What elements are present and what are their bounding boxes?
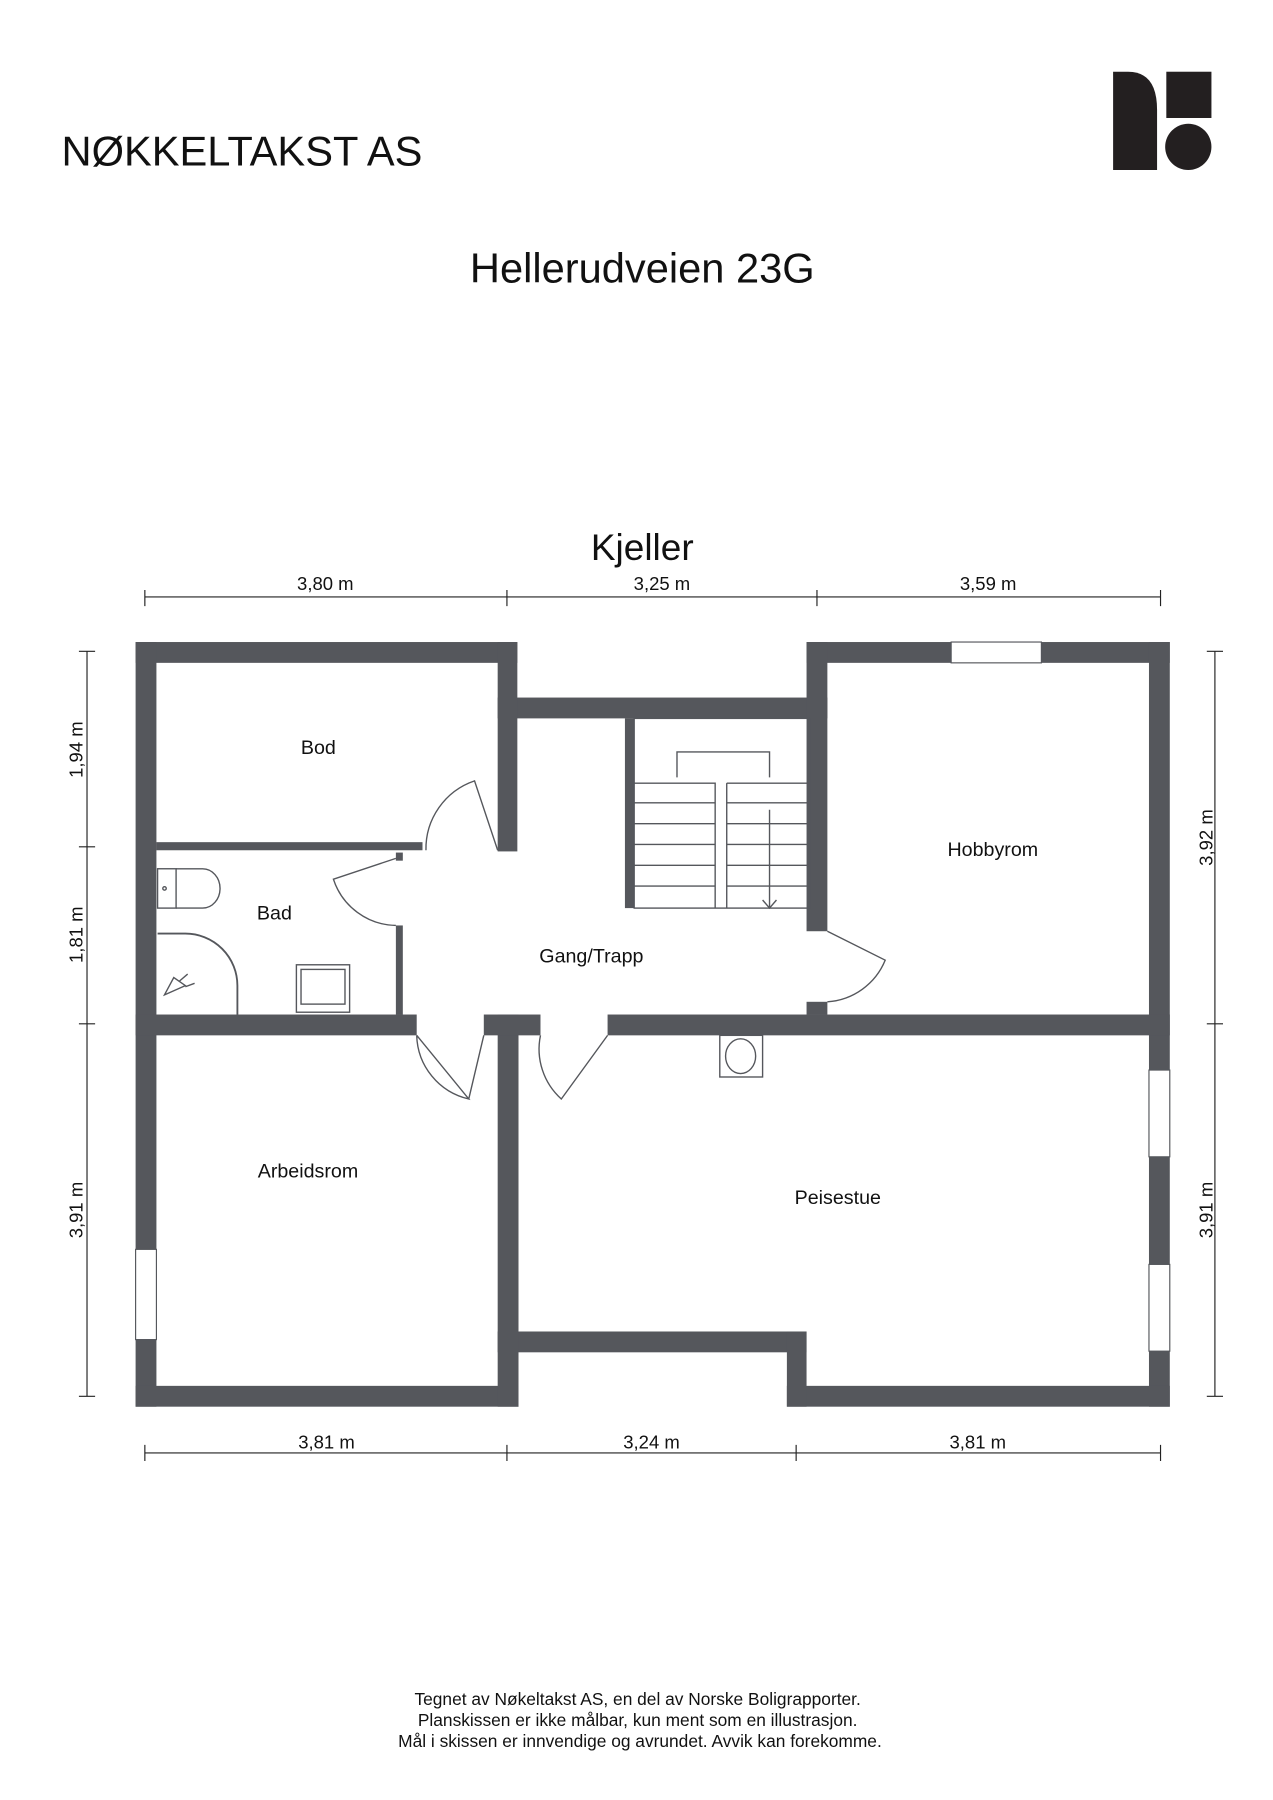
- dim-label: 3,91 m: [65, 1182, 86, 1239]
- dim-label: 3,25 m: [634, 573, 691, 594]
- dimension-right: 3,92 m 3,91 m: [1196, 650, 1224, 1397]
- disclaimer: Tegnet av Nøkeltakst AS, en del av Norsk…: [398, 1689, 882, 1751]
- dimension-top: 3,80 m 3,25 m 3,59 m: [144, 573, 1162, 607]
- floor-title: Kjeller: [591, 526, 694, 568]
- room-label-hobbyrom: Hobbyrom: [947, 839, 1038, 861]
- dim-label: 3,91 m: [1196, 1182, 1217, 1239]
- dim-label: 3,81 m: [949, 1431, 1006, 1452]
- dim-label: 1,81 m: [65, 906, 86, 963]
- dim-label: 1,94 m: [65, 721, 86, 778]
- disclaimer-line: Planskissen er ikke målbar, kun ment som…: [418, 1710, 858, 1730]
- room-label-arbeidsrom: Arbeidsrom: [258, 1161, 358, 1183]
- shower-icon: [157, 932, 239, 1015]
- room-label-bod: Bod: [301, 737, 336, 759]
- dim-label: 3,24 m: [623, 1431, 680, 1452]
- fireplace-icon: [719, 1034, 764, 1078]
- company-logo: [1113, 71, 1212, 171]
- dim-label: 3,59 m: [960, 573, 1017, 594]
- room-label-gang: Gang/Trapp: [539, 945, 643, 967]
- room-label-peisestue: Peisestue: [795, 1187, 881, 1209]
- dim-label: 3,81 m: [298, 1431, 355, 1452]
- address-title: Hellerudveien 23G: [470, 244, 815, 291]
- disclaimer-line: Tegnet av Nøkeltakst AS, en del av Norsk…: [414, 1689, 860, 1709]
- toilet-icon: [156, 868, 221, 909]
- disclaimer-line: Mål i skissen er innvendige og avrundet.…: [398, 1731, 882, 1751]
- staircase: [633, 717, 811, 910]
- windows: [135, 641, 1171, 1352]
- room-label-bad: Bad: [257, 903, 292, 925]
- sink-icon: [295, 964, 351, 1013]
- company-name: NØKKELTAKST AS: [62, 127, 423, 174]
- dimension-left: 1,94 m 1,81 m 3,91 m: [65, 650, 96, 1397]
- dim-label: 3,80 m: [297, 573, 354, 594]
- doors: [332, 779, 887, 1101]
- dimension-bottom: 3,81 m 3,24 m 3,81 m: [144, 1431, 1162, 1462]
- dim-label: 3,92 m: [1196, 809, 1217, 866]
- walls: [135, 642, 1170, 1407]
